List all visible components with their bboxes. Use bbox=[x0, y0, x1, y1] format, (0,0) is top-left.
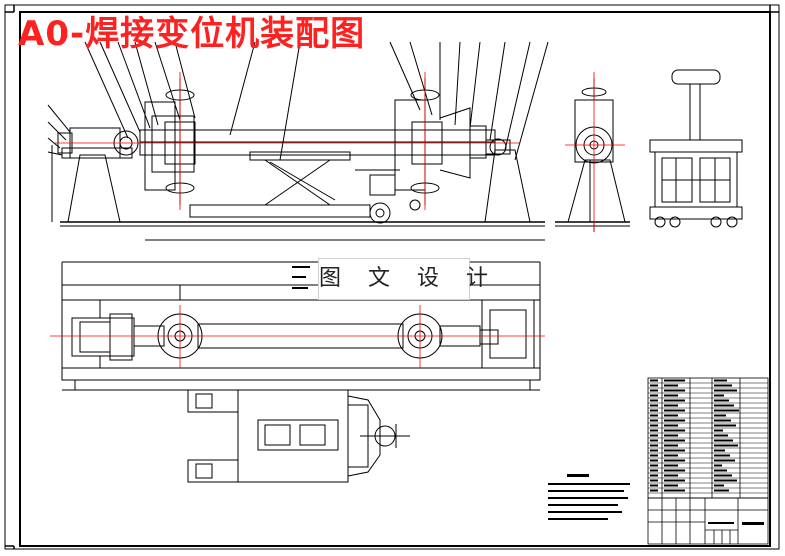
parts-list-text-mark bbox=[664, 379, 685, 382]
title-block-text-marks bbox=[708, 522, 764, 525]
parts-list-text-mark bbox=[650, 414, 658, 417]
corner-marks bbox=[5, 5, 779, 549]
parts-list-text-mark bbox=[714, 414, 726, 417]
parts-list-text-mark bbox=[650, 399, 658, 402]
inner-frame bbox=[19, 11, 771, 547]
parts-list-text-mark bbox=[664, 464, 678, 467]
parts-list-text-mark bbox=[664, 399, 685, 402]
parts-list-text-mark bbox=[714, 389, 737, 392]
parts-list-text-mark bbox=[714, 459, 735, 462]
parts-list-text-mark bbox=[664, 489, 685, 492]
parts-list-text-mark bbox=[714, 484, 724, 487]
parts-list-text-mark bbox=[650, 424, 658, 427]
parts-list-text-mark bbox=[650, 444, 658, 447]
parts-list-text-mark bbox=[650, 429, 658, 432]
parts-list-text-mark bbox=[664, 409, 685, 412]
parts-list-rows bbox=[648, 382, 768, 494]
parts-list-text-mark bbox=[650, 479, 658, 482]
parts-list-text-mark bbox=[714, 429, 723, 432]
parts-list-text-mark bbox=[650, 379, 658, 382]
parts-list-text-mark bbox=[664, 404, 678, 407]
parts-list-text-mark bbox=[664, 439, 685, 442]
parts-list-text-mark bbox=[714, 444, 738, 447]
parts-list-text-mark bbox=[714, 454, 730, 457]
parts-list-text-mark bbox=[714, 394, 724, 397]
parts-list-text-mark bbox=[650, 474, 658, 477]
technical-notes bbox=[548, 474, 630, 520]
parts-list-text-mark bbox=[650, 434, 658, 437]
parts-list-text-mark bbox=[650, 419, 658, 422]
parts-list-text-mark bbox=[664, 419, 685, 422]
parts-list-text-mark bbox=[714, 489, 729, 492]
watermark-label: 图 文 设 计 bbox=[318, 258, 488, 300]
parts-list-text-mark bbox=[650, 484, 658, 487]
pallet-truck-end-view bbox=[649, 69, 743, 228]
parts-list-text-mark bbox=[650, 409, 658, 412]
parts-list-text-mark bbox=[664, 434, 678, 437]
parts-list-text-mark bbox=[650, 459, 658, 462]
parts-list-text-mark bbox=[664, 459, 685, 462]
parts-list-text-mark bbox=[714, 434, 728, 437]
parts-list-text-mark bbox=[664, 389, 685, 392]
parts-list-text-mark bbox=[714, 424, 736, 427]
front-view-centerlines bbox=[55, 72, 520, 210]
parts-list-text-mark bbox=[714, 449, 725, 452]
parts-list-text-mark bbox=[650, 394, 658, 397]
title-block bbox=[647, 497, 769, 545]
parts-list-text-mark bbox=[714, 399, 729, 402]
parts-list-text-mark bbox=[650, 389, 658, 392]
parts-list-text-mark bbox=[650, 449, 658, 452]
parts-list-text-mark bbox=[664, 414, 678, 417]
top-view-centerlines bbox=[50, 305, 545, 368]
parts-list-text-mark bbox=[664, 429, 685, 432]
side-view bbox=[555, 78, 630, 232]
side-view-centerlines bbox=[565, 72, 625, 232]
parts-list-text-mark bbox=[664, 394, 678, 397]
parts-list-text-mark bbox=[714, 384, 732, 387]
parts-list-text-marks bbox=[650, 379, 739, 492]
parts-list-text-mark bbox=[714, 474, 732, 477]
parts-list-text-mark bbox=[714, 379, 727, 382]
parts-list-text-mark bbox=[714, 469, 727, 472]
front-view bbox=[47, 41, 549, 241]
parts-list-text-mark bbox=[664, 469, 685, 472]
drawing-title: A0-焊接变位机装配图 bbox=[18, 14, 366, 54]
parts-list-text-mark bbox=[714, 409, 739, 412]
outer-border bbox=[4, 4, 780, 550]
parts-list-text-mark bbox=[650, 439, 658, 442]
parts-list-text-mark bbox=[664, 444, 678, 447]
parts-list-text-mark bbox=[650, 384, 658, 387]
parts-list-text-mark bbox=[714, 419, 731, 422]
parts-list-text-mark bbox=[664, 454, 678, 457]
parts-list-text-mark bbox=[664, 484, 678, 487]
parts-list-text-mark bbox=[714, 464, 722, 467]
parts-list-text-mark bbox=[664, 474, 678, 477]
parts-list-text-mark bbox=[664, 384, 678, 387]
top-view-dimension-labels bbox=[292, 266, 310, 289]
parts-list-text-mark bbox=[650, 464, 658, 467]
parts-list-text-mark bbox=[714, 479, 737, 482]
parts-list-text-mark bbox=[650, 469, 658, 472]
parts-list-text-mark bbox=[664, 449, 685, 452]
parts-list-text-mark bbox=[714, 404, 734, 407]
parts-list-text-mark bbox=[714, 439, 733, 442]
parts-list-text-mark bbox=[650, 454, 658, 457]
parts-list-text-mark bbox=[650, 404, 658, 407]
parts-list-text-mark bbox=[664, 479, 685, 482]
parts-list-text-mark bbox=[650, 489, 658, 492]
parts-list-text-mark bbox=[664, 424, 678, 427]
pallet-truck-plan-view bbox=[187, 389, 410, 483]
